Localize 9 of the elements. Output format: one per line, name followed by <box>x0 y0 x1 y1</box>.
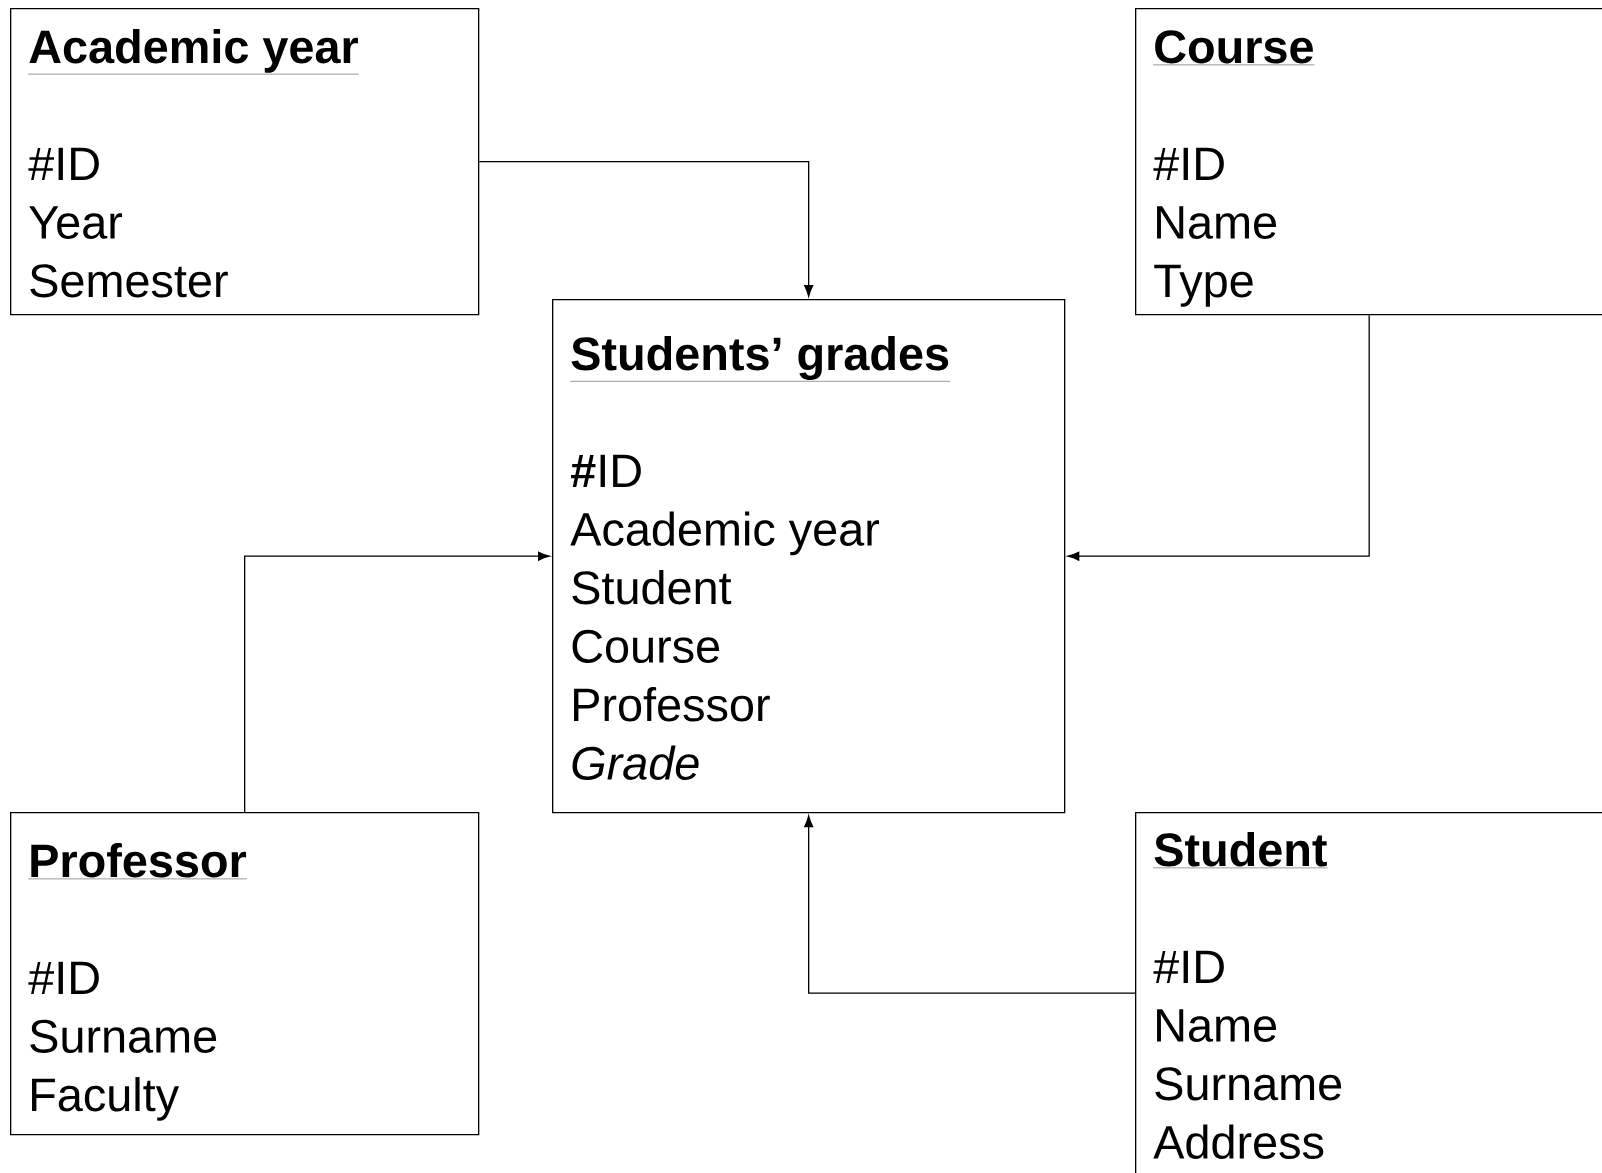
arrow <box>478 161 814 297</box>
arrow <box>244 551 550 813</box>
entity-box: Academic year #ID Year Semester <box>10 8 480 316</box>
entity-box: Student #ID Name Surname Address <box>1135 812 1602 1173</box>
entity-box: Students’ grades #ID Academic year Student Course Professor Grade <box>552 299 1066 814</box>
entity-box: Course #ID Name Type <box>1135 8 1602 316</box>
arrow <box>804 815 1136 994</box>
arrow <box>1067 314 1370 561</box>
entity-box: Professor #ID Surname Faculty <box>10 812 480 1136</box>
